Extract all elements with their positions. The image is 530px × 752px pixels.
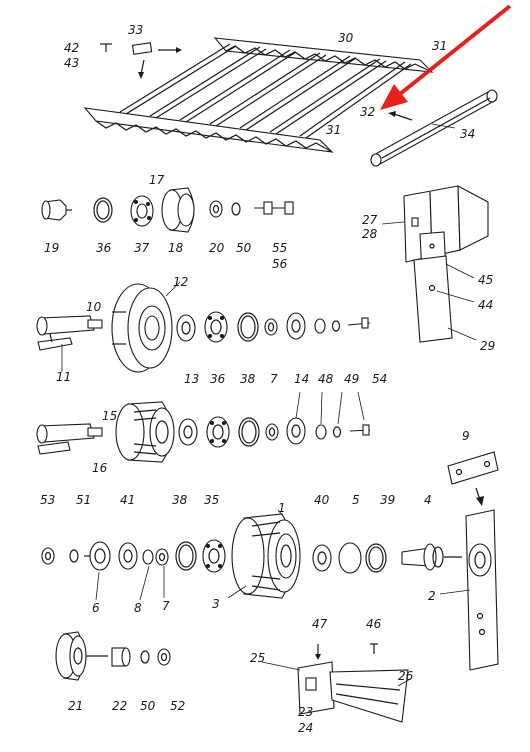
label-26: 26 bbox=[398, 669, 414, 683]
label-35: 35 bbox=[204, 493, 219, 507]
label-16: 16 bbox=[92, 461, 108, 475]
label-42: 42 bbox=[64, 41, 79, 55]
label-27: 27 bbox=[362, 213, 378, 227]
label-37: 37 bbox=[134, 241, 150, 255]
label-29: 29 bbox=[480, 339, 495, 353]
label-41: 41 bbox=[120, 493, 135, 507]
label-49: 49 bbox=[344, 372, 359, 386]
label-18: 18 bbox=[168, 241, 184, 255]
plate-2 bbox=[439, 509, 499, 671]
label-47: 47 bbox=[312, 617, 328, 631]
label-12: 12 bbox=[173, 275, 188, 289]
label-20: 20 bbox=[209, 241, 225, 255]
label-30: 30 bbox=[338, 31, 354, 45]
slat-bars bbox=[119, 43, 412, 139]
label-14: 14 bbox=[294, 372, 309, 386]
label-24: 24 bbox=[298, 721, 313, 735]
label-31-bottom: 31 bbox=[326, 123, 341, 137]
plate-9 bbox=[447, 451, 499, 506]
label-6: 6 bbox=[92, 601, 100, 615]
label-8: 8 bbox=[134, 601, 142, 615]
label-2: 2 bbox=[428, 589, 436, 603]
part-labels: 33 42 43 30 31 32 31 34 17 19 36 37 18 2… bbox=[40, 23, 495, 735]
scraper-assembly bbox=[261, 643, 413, 723]
label-32: 32 bbox=[360, 105, 375, 119]
label-4: 4 bbox=[424, 493, 432, 507]
label-36-top: 36 bbox=[96, 241, 112, 255]
label-7-low: 7 bbox=[162, 599, 170, 613]
label-11: 11 bbox=[56, 370, 71, 384]
label-43: 43 bbox=[64, 56, 79, 70]
hub-row-4 bbox=[36, 391, 371, 463]
parts-row-2 bbox=[41, 187, 294, 233]
label-51: 51 bbox=[76, 493, 91, 507]
bracket-assembly bbox=[381, 185, 489, 343]
pulley-row-6 bbox=[55, 631, 171, 681]
label-10: 10 bbox=[86, 300, 102, 314]
label-34: 34 bbox=[460, 127, 475, 141]
rod-34 bbox=[370, 89, 498, 167]
label-44: 44 bbox=[478, 298, 493, 312]
pulley-row-5 bbox=[41, 509, 462, 601]
label-7-mid: 7 bbox=[270, 372, 278, 386]
label-3: 3 bbox=[212, 597, 220, 611]
conveyor-chain-assembly bbox=[83, 37, 498, 167]
hub-row-3 bbox=[36, 281, 371, 373]
label-15: 15 bbox=[102, 409, 117, 423]
label-50-low: 50 bbox=[140, 699, 156, 713]
label-19: 19 bbox=[44, 241, 59, 255]
label-21: 21 bbox=[68, 699, 83, 713]
highlight-arrow bbox=[380, 4, 512, 110]
label-1: 1 bbox=[278, 501, 286, 515]
label-38-mid: 38 bbox=[240, 372, 256, 386]
label-45: 45 bbox=[478, 273, 493, 287]
label-50-top: 50 bbox=[236, 241, 252, 255]
label-46: 46 bbox=[366, 617, 382, 631]
label-54: 54 bbox=[372, 372, 387, 386]
label-48: 48 bbox=[318, 372, 334, 386]
label-9: 9 bbox=[462, 429, 470, 443]
label-31-top: 31 bbox=[432, 39, 447, 53]
label-39: 39 bbox=[380, 493, 395, 507]
label-17: 17 bbox=[149, 173, 165, 187]
label-23: 23 bbox=[298, 705, 313, 719]
label-52: 52 bbox=[170, 699, 185, 713]
label-13: 13 bbox=[184, 372, 199, 386]
label-53: 53 bbox=[40, 493, 55, 507]
label-22: 22 bbox=[112, 699, 127, 713]
label-36-mid: 36 bbox=[210, 372, 226, 386]
label-55: 55 bbox=[272, 241, 287, 255]
label-40: 40 bbox=[314, 493, 330, 507]
label-56: 56 bbox=[272, 257, 288, 271]
label-38-low: 38 bbox=[172, 493, 188, 507]
label-33: 33 bbox=[128, 23, 143, 37]
label-25: 25 bbox=[250, 651, 265, 665]
label-28: 28 bbox=[362, 227, 378, 241]
label-5: 5 bbox=[352, 493, 360, 507]
